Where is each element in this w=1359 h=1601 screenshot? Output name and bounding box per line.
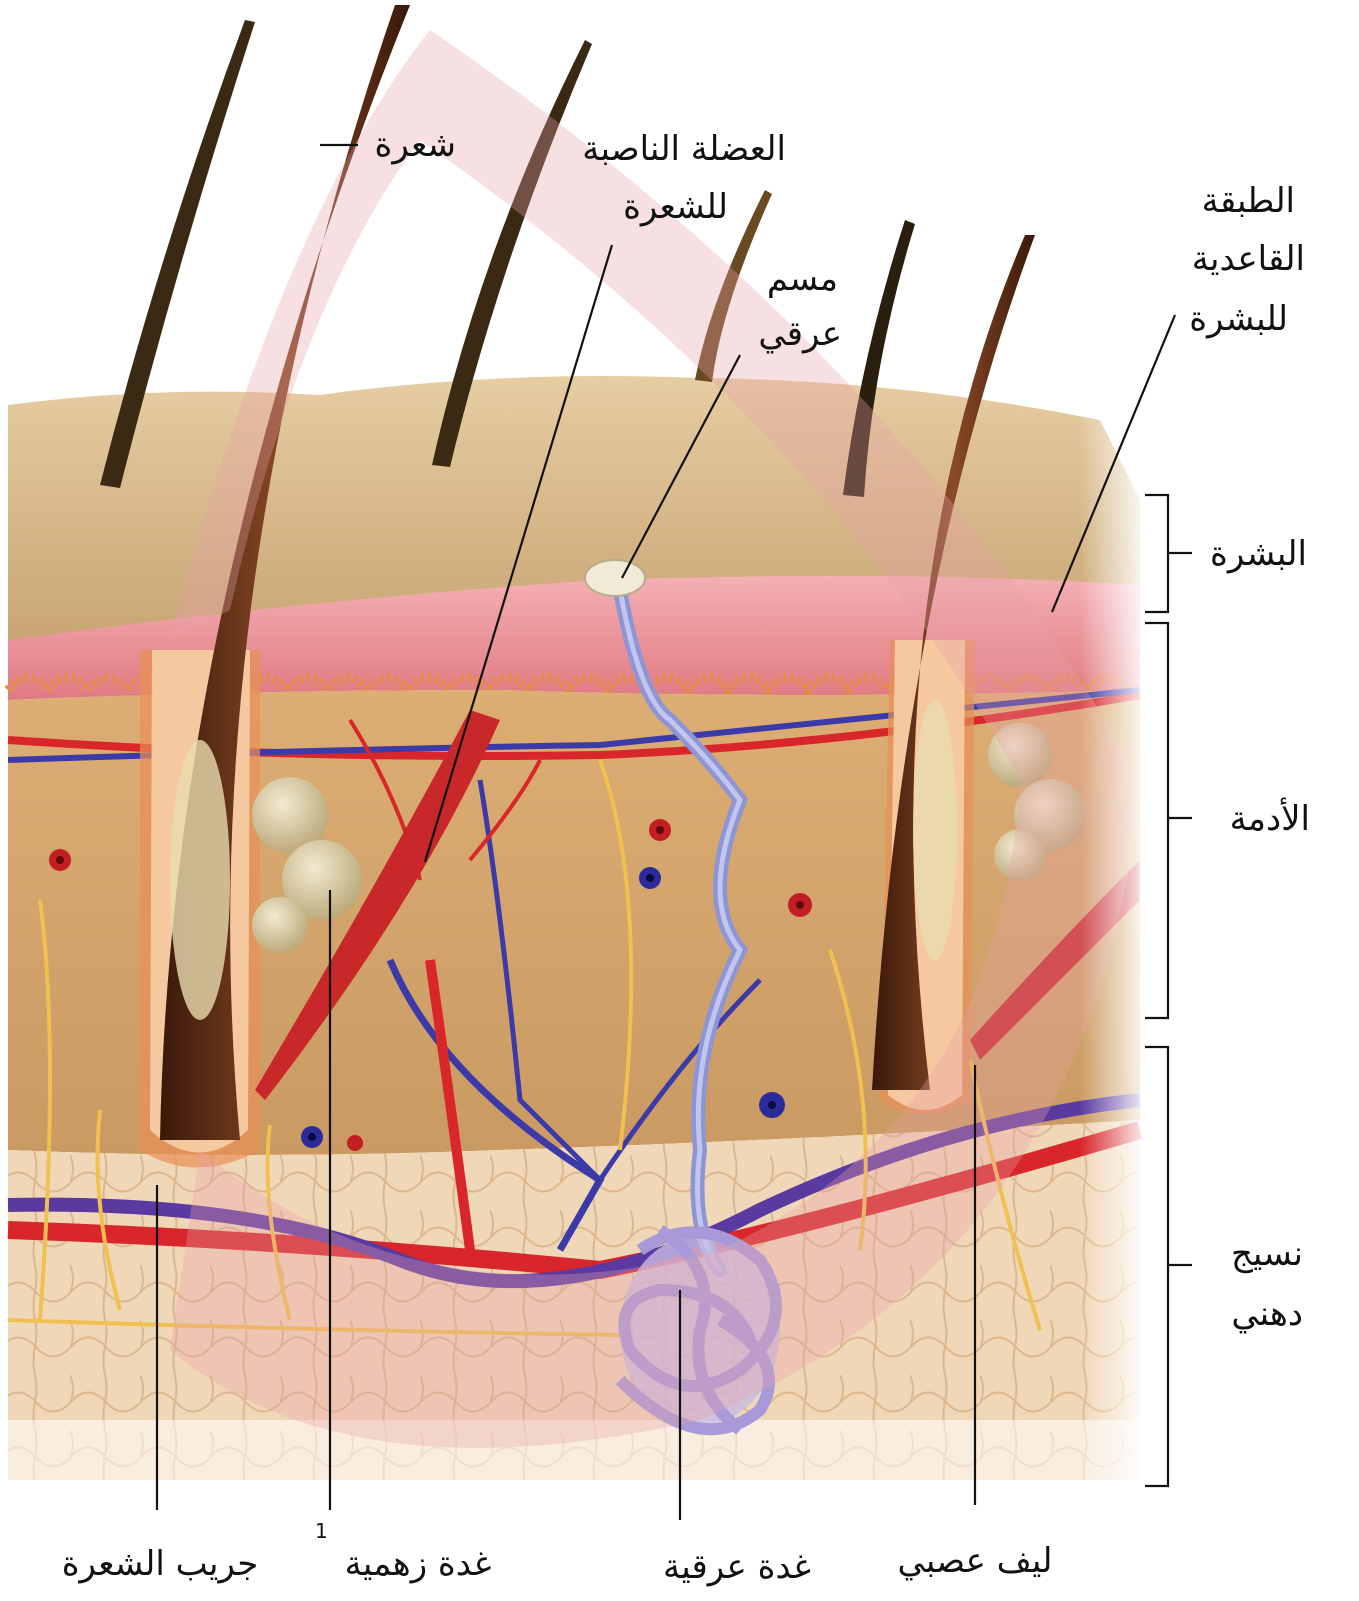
dermis-bracket — [1145, 623, 1192, 1018]
layer-brackets — [1145, 495, 1192, 1486]
label-sweat-pore-line2: عرقي — [758, 314, 842, 354]
label-epidermis: البشرة — [1210, 534, 1307, 574]
label-sweat-gland: غدة عرقية — [663, 1547, 811, 1587]
epidermis-bracket — [1145, 495, 1192, 612]
label-dermis: الأدمة — [1230, 797, 1310, 839]
label-arrector-pili-line2: للشعرة — [623, 187, 728, 227]
label-basal-layer-line1: الطبقة — [1202, 181, 1295, 221]
label-arrector-pili-line1: العضلة الناصبة — [582, 129, 786, 169]
label-hair-follicle: جريب الشعرة — [62, 1544, 259, 1584]
label-nerve-fiber: ليف عصبي — [898, 1541, 1053, 1581]
label-basal-layer-line2: القاعدية — [1192, 239, 1305, 279]
label-hair: شعرة — [375, 125, 456, 165]
label-basal-layer-line3: للبشرة — [1189, 299, 1288, 339]
label-sweat-pore-line1: مسم — [767, 259, 838, 299]
label-subcutaneous-line1: نسيج — [1231, 1234, 1303, 1274]
label-subcutaneous-line2: دهني — [1231, 1294, 1303, 1334]
fat-bracket — [1145, 1047, 1192, 1486]
sweat-pore — [585, 560, 645, 596]
label-sebaceous-footnote: 1 — [315, 1519, 328, 1543]
label-sebaceous-gland: غدة زهمية — [345, 1544, 492, 1584]
